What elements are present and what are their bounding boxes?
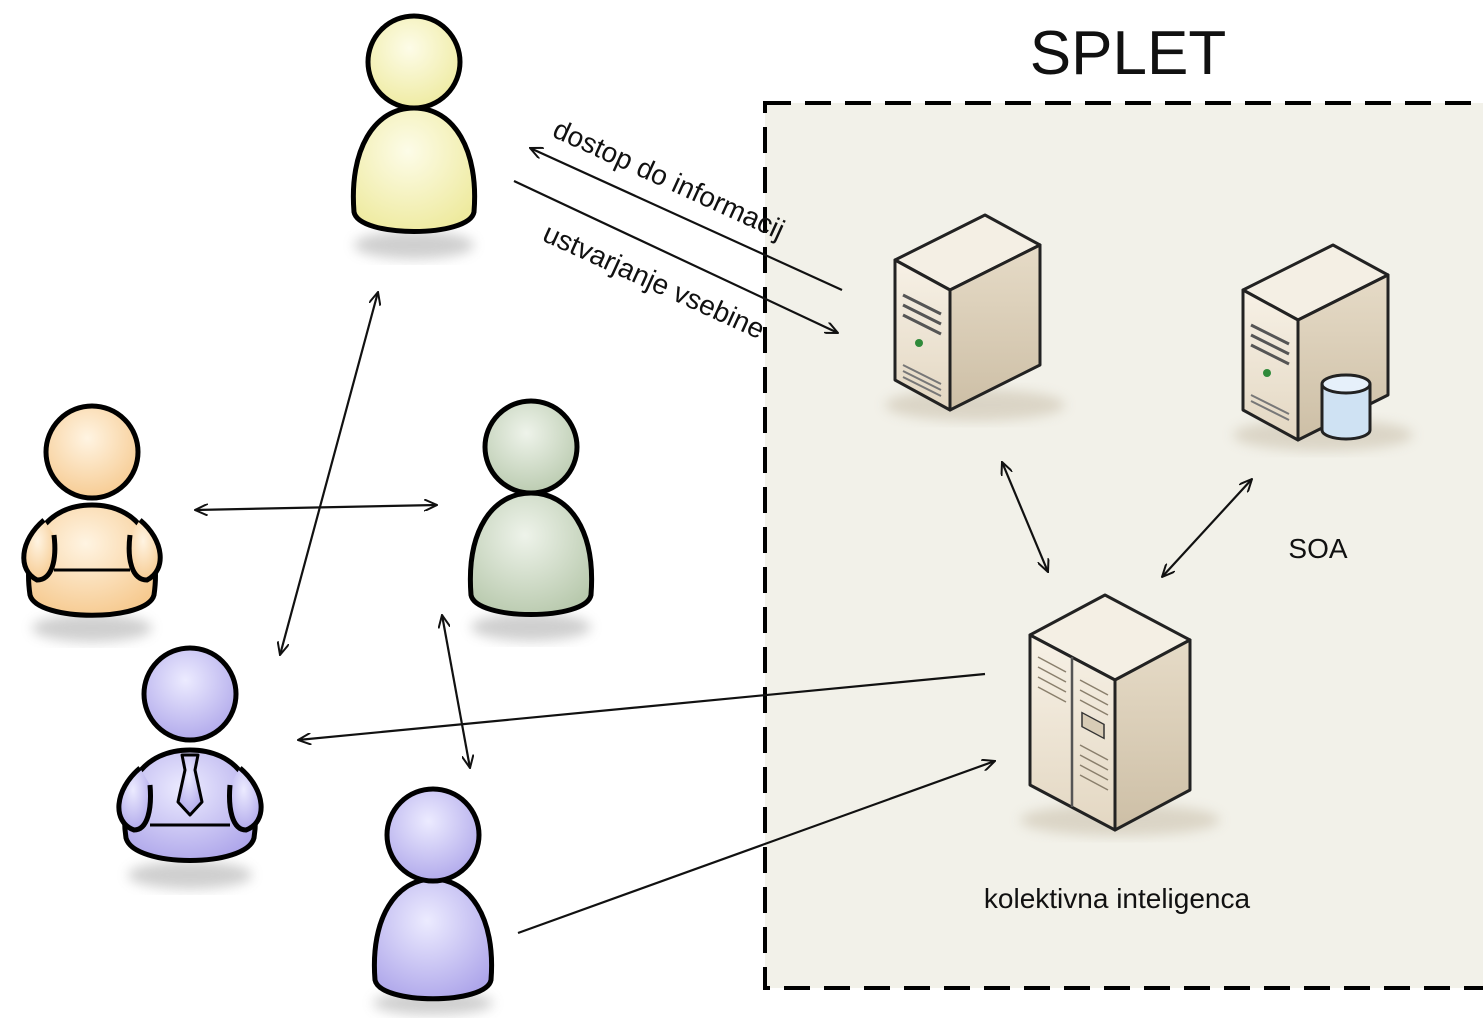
- arrow-access: [530, 148, 843, 292]
- user-icon: [371, 786, 495, 1015]
- arrow-server-collective: [1002, 462, 1048, 572]
- arrow-user-to-collective: [517, 761, 995, 935]
- arrow-green-violet: [442, 615, 470, 768]
- web-title: SPLET: [1030, 19, 1226, 88]
- database-icon: [1320, 373, 1372, 441]
- arrow-yellow-violet: [280, 292, 378, 655]
- collective-intelligence-label: kolektivna inteligenca: [984, 883, 1251, 914]
- soa-label: SOA: [1288, 533, 1347, 564]
- edge-label-creation: ustvarjanje vsebine: [539, 217, 770, 345]
- edge-label-access: dostop do informacij: [549, 113, 790, 245]
- user-icon: [350, 13, 478, 259]
- rack-server-icon: [1020, 593, 1220, 836]
- user-icon: [467, 398, 595, 641]
- user-icon: [116, 645, 264, 889]
- server-icon: [885, 213, 1065, 421]
- arrow-orange-green: [195, 505, 437, 510]
- arrow-soa-collective: [1162, 479, 1252, 577]
- web-panel: [763, 101, 1483, 990]
- arrow-collective-to-user: [298, 672, 986, 740]
- arrow-creation: [513, 180, 838, 333]
- user-icon: [21, 403, 163, 642]
